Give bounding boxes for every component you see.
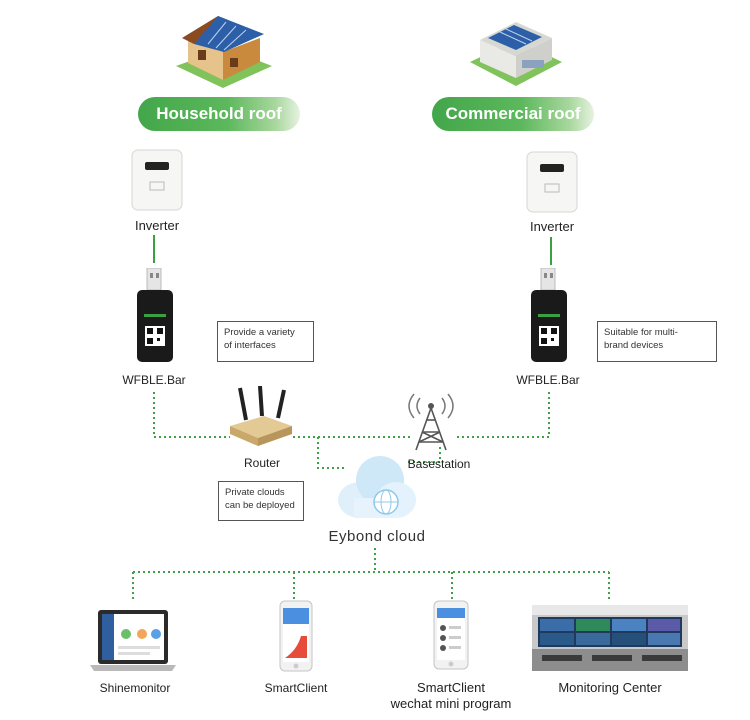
note-interfaces: Provide a variety of interfaces bbox=[217, 321, 314, 362]
wechat-phone-icon bbox=[433, 600, 469, 670]
wifi-stick-icon-left bbox=[137, 268, 173, 362]
note-private-clouds-line-1: Private clouds bbox=[225, 487, 285, 498]
household-house-icon bbox=[176, 16, 272, 88]
router-icon bbox=[230, 386, 292, 446]
stick-basestation-link-right bbox=[455, 392, 550, 438]
inverter-icon-right bbox=[526, 151, 578, 213]
note-interfaces-line-1: Provide a variety bbox=[224, 327, 295, 338]
wechat-label-line-1: SmartClient bbox=[417, 680, 485, 695]
inverter-icon-left bbox=[131, 149, 183, 211]
commercial-roof-pill: Commerciai roof bbox=[432, 97, 594, 131]
stick-label-right: WFBLE.Bar bbox=[516, 373, 580, 387]
basestation-cloud-link bbox=[405, 447, 441, 463]
note-multi-brand: Suitable for multi- brand devices bbox=[597, 321, 717, 362]
wifi-stick-icon-right bbox=[531, 268, 567, 362]
router-cloud-link bbox=[293, 436, 345, 469]
shinemonitor-label: Shinemonitor bbox=[99, 681, 171, 695]
smartclient-phone-icon bbox=[279, 600, 313, 672]
monitoring-center-image bbox=[532, 605, 688, 671]
monitoring-center-label: Monitoring Center bbox=[558, 680, 662, 695]
router-label: Router bbox=[243, 456, 281, 470]
note-interfaces-line-2: of interfaces bbox=[224, 340, 276, 351]
inverter-label-left: Inverter bbox=[134, 218, 180, 233]
household-roof-pill: Household roof bbox=[138, 97, 300, 131]
basestation-icon bbox=[408, 393, 454, 451]
note-multi-brand-line-1: Suitable for multi- bbox=[604, 327, 678, 338]
note-private-clouds-line-2: can be deployed bbox=[225, 500, 295, 511]
basestation-label: Basestation bbox=[407, 457, 471, 471]
note-multi-brand-line-2: brand devices bbox=[604, 340, 664, 351]
stick-router-link-left bbox=[153, 392, 230, 438]
commercial-building-icon bbox=[470, 22, 562, 86]
inverter-label-right: Inverter bbox=[529, 219, 575, 234]
cloud-label: Eybond cloud bbox=[328, 528, 426, 545]
smartclient-label: SmartClient bbox=[264, 681, 328, 695]
stick-label-left: WFBLE.Bar bbox=[122, 373, 186, 387]
note-private-clouds: Private clouds can be deployed bbox=[218, 481, 304, 521]
wechat-label-line-2: wechat mini program bbox=[390, 696, 512, 711]
wechat-label: SmartClient wechat mini program bbox=[386, 680, 516, 712]
laptop-icon bbox=[90, 610, 176, 671]
cloud-icon bbox=[338, 456, 416, 518]
